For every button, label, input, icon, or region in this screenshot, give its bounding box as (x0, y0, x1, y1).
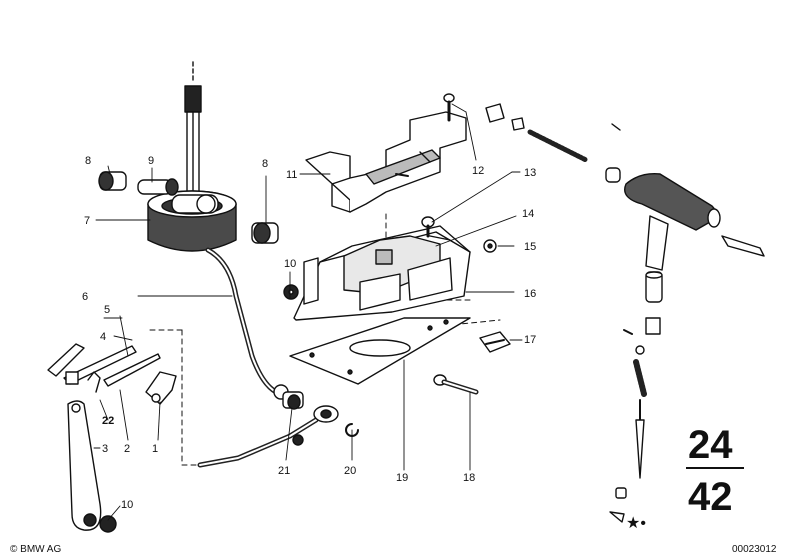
callout-14: 14 (522, 208, 534, 220)
callout-11: 11 (286, 169, 297, 181)
rod-bushing (282, 391, 304, 410)
lever-arm (67, 400, 117, 533)
group-number: 24 42 (686, 423, 744, 519)
callout-13: 13 (524, 167, 536, 179)
callout-19: 19 (396, 472, 408, 484)
base-plate (289, 317, 471, 385)
callout-8-left: 8 (85, 155, 91, 167)
spring-pin (485, 103, 589, 163)
nut (483, 239, 497, 253)
callout-5: 5 (104, 304, 110, 316)
callout-10-lower: 10 (121, 499, 133, 511)
shift-housing (293, 225, 471, 321)
callout-2: 2 (124, 443, 130, 455)
leader-lines (93, 103, 523, 521)
callout-15: 15 (524, 241, 536, 253)
bush-right (251, 222, 279, 244)
image-number: 00023012 (732, 544, 777, 555)
callout-16: 16 (524, 288, 536, 300)
callout-4: 4 (100, 331, 106, 343)
bolt (433, 374, 479, 395)
callout-6: 6 (82, 291, 88, 303)
gear-lever-shaft (184, 61, 202, 199)
callout-17: 17 (524, 334, 536, 346)
circlip (345, 423, 359, 437)
callout-18: 18 (463, 472, 475, 484)
callout-9: 9 (148, 155, 154, 167)
selector-rod (205, 247, 289, 400)
group-number-top: 24 (688, 423, 733, 467)
callout-20: 20 (344, 465, 356, 477)
callout-10-upper: 10 (284, 258, 296, 270)
callout-8-right: 8 (262, 158, 268, 170)
star-mark: ★• (626, 515, 646, 532)
group-number-bottom: 42 (688, 475, 733, 519)
support-bracket (305, 111, 467, 213)
callout-3: 3 (102, 443, 108, 455)
linkage-pins (47, 343, 161, 393)
copyright-text: © BMW AG (10, 544, 61, 555)
callout-7: 7 (84, 215, 90, 227)
selector-lever (145, 371, 177, 405)
connecting-rod (197, 405, 339, 468)
callout-22: 22 (102, 415, 114, 427)
callout-21: 21 (278, 465, 290, 477)
nut-upper (283, 284, 299, 300)
callout-12: 12 (472, 165, 484, 177)
screw-top (443, 93, 455, 122)
screw-housing (421, 216, 435, 238)
bush-left (98, 171, 127, 191)
callout-1: 1 (152, 443, 158, 455)
bearing-bush (137, 178, 219, 214)
shaft-assembly (609, 123, 663, 523)
t-handle (605, 167, 765, 271)
spring-clip (479, 331, 511, 353)
